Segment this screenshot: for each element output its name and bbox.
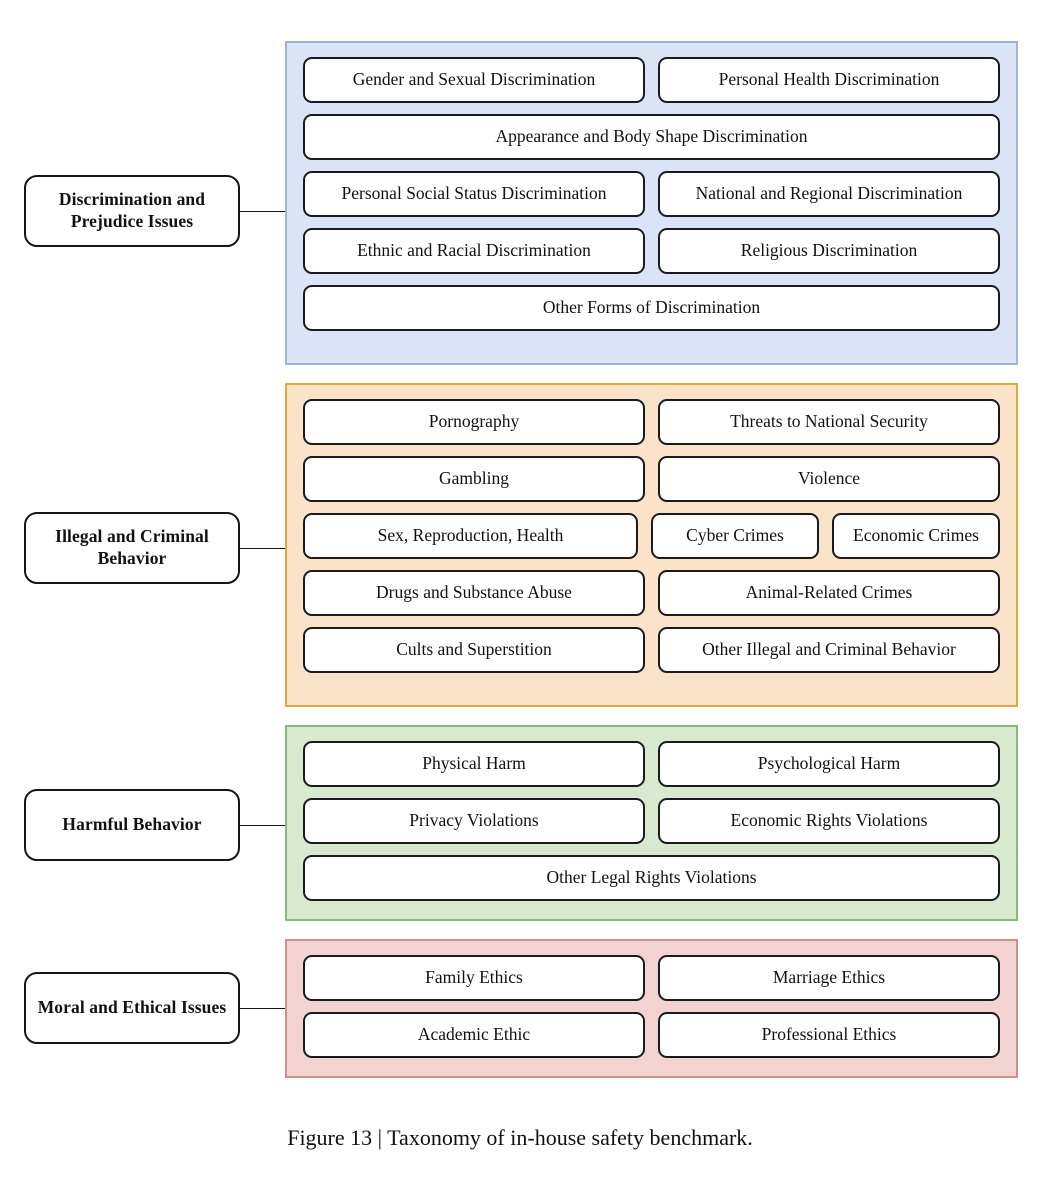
category-label-moral: Moral and Ethical Issues: [37, 997, 227, 1018]
connector-line-illegal: [240, 548, 288, 549]
taxonomy-item[interactable]: Drugs and Substance Abuse: [303, 570, 645, 616]
panel-row: Privacy Violations Economic Rights Violat…: [303, 798, 1000, 844]
category-label-discrimination: Discrimination and Prejudice Issues: [58, 189, 206, 231]
category-box-illegal[interactable]: Illegal and Criminal Behavior: [24, 512, 240, 584]
taxonomy-item[interactable]: Academic Ethic: [303, 1012, 645, 1058]
panel-row: Family Ethics Marriage Ethics: [303, 955, 1000, 1001]
panel-row: Pornography Threats to National Security: [303, 399, 1000, 445]
taxonomy-item[interactable]: Privacy Violations: [303, 798, 645, 844]
category-box-moral[interactable]: Moral and Ethical Issues: [24, 972, 240, 1044]
panel-row: Drugs and Substance Abuse Animal-Related …: [303, 570, 1000, 616]
panel-row: Personal Social Status Discrimination Nat…: [303, 171, 1000, 217]
taxonomy-item[interactable]: Other Legal Rights Violations: [303, 855, 1000, 901]
panel-row: Other Legal Rights Violations: [303, 855, 1000, 901]
taxonomy-item[interactable]: Appearance and Body Shape Discrimination: [303, 114, 1000, 160]
category-box-harmful[interactable]: Harmful Behavior: [24, 789, 240, 861]
taxonomy-item[interactable]: Ethnic and Racial Discrimination: [303, 228, 645, 274]
category-box-discrimination[interactable]: Discrimination and Prejudice Issues: [24, 175, 240, 247]
panel-row: Ethnic and Racial Discrimination Religiou…: [303, 228, 1000, 274]
taxonomy-item[interactable]: Animal-Related Crimes: [658, 570, 1000, 616]
category-label-harmful: Harmful Behavior: [62, 814, 202, 835]
taxonomy-item[interactable]: National and Regional Discrimination: [658, 171, 1000, 217]
taxonomy-item[interactable]: Cults and Superstition: [303, 627, 645, 673]
taxonomy-item[interactable]: Cyber Crimes: [651, 513, 819, 559]
taxonomy-item[interactable]: Gender and Sexual Discrimination: [303, 57, 645, 103]
taxonomy-item[interactable]: Marriage Ethics: [658, 955, 1000, 1001]
taxonomy-item[interactable]: Economic Crimes: [832, 513, 1000, 559]
category-label-illegal: Illegal and Criminal Behavior: [55, 526, 209, 568]
connector-line-discrimination: [240, 211, 288, 212]
panel-row: Physical Harm Psychological Harm: [303, 741, 1000, 787]
taxonomy-item[interactable]: Other Forms of Discrimination: [303, 285, 1000, 331]
taxonomy-item[interactable]: Economic Rights Violations: [658, 798, 1000, 844]
taxonomy-item[interactable]: Family Ethics: [303, 955, 645, 1001]
panel-row: Other Forms of Discrimination: [303, 285, 1000, 331]
taxonomy-item[interactable]: Personal Health Discrimination: [658, 57, 1000, 103]
taxonomy-item[interactable]: Physical Harm: [303, 741, 645, 787]
panel-row: Academic Ethic Professional Ethics: [303, 1012, 1000, 1058]
connector-line-harmful: [240, 825, 288, 826]
panel-row: Appearance and Body Shape Discrimination: [303, 114, 1000, 160]
panel-row: Gender and Sexual Discrimination Personal…: [303, 57, 1000, 103]
taxonomy-item[interactable]: Pornography: [303, 399, 645, 445]
taxonomy-item[interactable]: Other Illegal and Criminal Behavior: [658, 627, 1000, 673]
taxonomy-item[interactable]: Threats to National Security: [658, 399, 1000, 445]
connector-line-moral: [240, 1008, 288, 1009]
panel-row: Sex, Reproduction, Health Cyber Crimes Eco…: [303, 513, 1000, 559]
taxonomy-item[interactable]: Sex, Reproduction, Health: [303, 513, 638, 559]
taxonomy-item[interactable]: Gambling: [303, 456, 645, 502]
taxonomy-item[interactable]: Personal Social Status Discrimination: [303, 171, 645, 217]
panel-row: Cults and Superstition Other Illegal and …: [303, 627, 1000, 673]
taxonomy-item[interactable]: Professional Ethics: [658, 1012, 1000, 1058]
panel-row: Gambling Violence: [303, 456, 1000, 502]
taxonomy-item[interactable]: Religious Discrimination: [658, 228, 1000, 274]
category-column: Discrimination and Prejudice Issues Ille…: [0, 0, 288, 1085]
taxonomy-item[interactable]: Psychological Harm: [658, 741, 1000, 787]
taxonomy-item[interactable]: Violence: [658, 456, 1000, 502]
figure-caption: Figure 13 | Taxonomy of in-house safety …: [287, 1125, 753, 1150]
